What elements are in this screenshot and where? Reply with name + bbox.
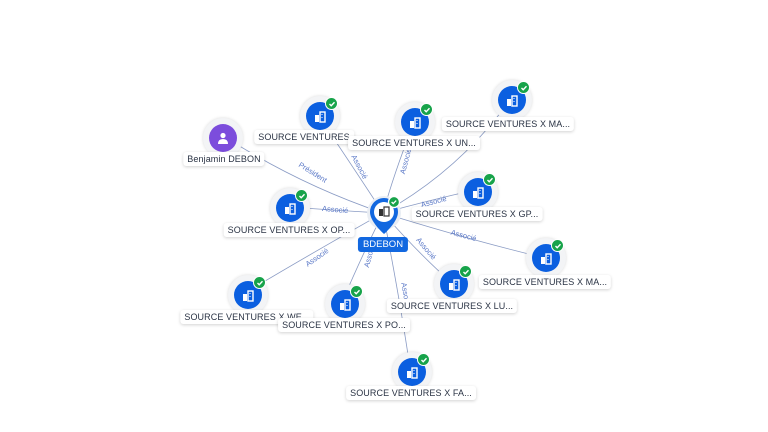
building-icon — [498, 86, 526, 114]
company-label: SOURCE VENTURES X MA... — [441, 117, 575, 131]
edge-c2 — [382, 99, 511, 214]
company-node[interactable] — [458, 172, 498, 212]
verified-check-icon — [420, 103, 433, 116]
company-node[interactable] — [395, 102, 435, 142]
verified-check-icon — [417, 353, 430, 366]
edge-label-c9: Asso — [399, 282, 411, 300]
person-icon — [209, 124, 237, 152]
person-node[interactable] — [203, 118, 243, 158]
company-label: SOURCE VENTURES X UN... — [348, 136, 480, 150]
company-node[interactable] — [228, 275, 268, 315]
verified-check-icon — [253, 276, 266, 289]
verified-check-icon — [483, 173, 496, 186]
company-node[interactable] — [270, 188, 310, 228]
building-icon — [401, 108, 429, 136]
company-label: SOURCE VENTURES X GP... — [411, 207, 543, 221]
verified-check-icon — [517, 81, 530, 94]
company-node[interactable] — [325, 284, 365, 324]
company-label: SOURCE VENTURES X MA... — [478, 275, 612, 289]
center-node[interactable] — [366, 195, 402, 239]
edge-label-c1: Associé — [398, 147, 413, 175]
company-label: SOURCE VENTURES X LU... — [386, 299, 518, 313]
person-label: Benjamin DEBON — [183, 152, 265, 166]
verified-check-icon — [459, 265, 472, 278]
company-label: SOURCE VENTURES X FA... — [346, 386, 476, 400]
company-node[interactable] — [434, 264, 474, 304]
verified-check-icon — [325, 97, 338, 110]
verified-check-icon — [551, 239, 564, 252]
center-label: BDEBON — [357, 237, 409, 252]
edge-label-c3: Associé — [322, 204, 349, 215]
company-node[interactable] — [392, 352, 432, 392]
edge-label-c7: Associé — [414, 236, 438, 262]
edge-label-person: Président — [297, 160, 329, 185]
company-node[interactable] — [492, 80, 532, 120]
edge-label-c5: Associé — [450, 228, 478, 243]
company-label: SOURCE VENTURES X OP... — [223, 223, 355, 237]
edge-label-c6: Associé — [304, 246, 331, 268]
company-node[interactable] — [526, 238, 566, 278]
verified-check-icon — [295, 189, 308, 202]
company-label: SOURCE VENTURES — [254, 130, 354, 144]
company-label: SOURCE VENTURES X PO... — [278, 318, 410, 332]
company-node[interactable] — [300, 96, 340, 136]
edge-person — [224, 136, 384, 214]
verified-check-icon — [350, 285, 363, 298]
